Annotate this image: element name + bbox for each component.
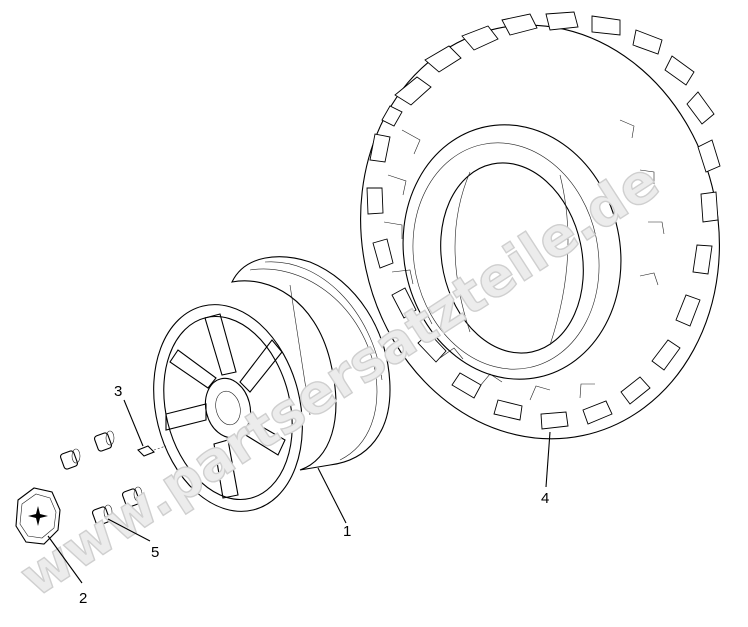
callout-5: 5 [151,544,159,561]
rim [153,256,391,512]
lug-nut [93,430,115,452]
callout-labels: 1 2 3 4 5 [79,383,549,607]
callout-2: 2 [79,590,87,607]
callout-1: 1 [343,523,351,540]
callout-4: 4 [541,490,549,507]
tire-tread [366,11,721,430]
lug-nut [121,486,143,508]
svg-text:www.partsersatzteile.de: www.partsersatzteile.de [9,149,670,609]
watermark: www.partsersatzteile.de [8,148,671,609]
valve-stem [137,445,167,457]
hub-cap-star-logo [28,506,48,526]
tire [360,11,721,440]
lug-nut [59,448,81,470]
callout-leaders [47,399,551,584]
hub-cap [15,487,61,545]
callout-3: 3 [114,383,122,400]
